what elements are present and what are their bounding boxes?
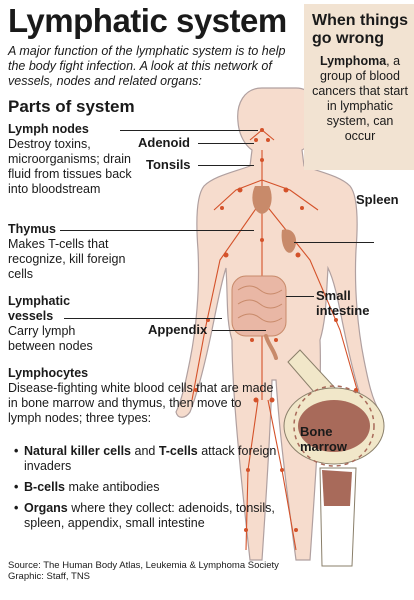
sidebar-box: When things go wrong Lymphoma, a group o… — [304, 4, 414, 170]
thymus-heading: Thymus — [8, 222, 56, 236]
sidebar-heading: When things go wrong — [312, 12, 408, 47]
lymphatic-vessels-body: Carry lymph between nodes — [8, 324, 93, 353]
bullet-bold: Organs — [24, 501, 68, 515]
spleen-organ — [281, 229, 297, 253]
lymph-nodes-section: Lymph nodes Destroy toxins, microorganis… — [8, 122, 153, 197]
list-item: Organs where they collect: adenoids, ton… — [14, 501, 284, 531]
bullet-rest: attack foreign invaders — [24, 444, 277, 473]
bullet-bold: Natural killer cells — [24, 444, 132, 458]
bullet-mid: and — [131, 444, 159, 458]
adenoid-leader — [198, 143, 254, 144]
sidebar-text: Lymphoma, a group of blood cancers that … — [312, 54, 408, 144]
page-title: Lymphatic system — [8, 2, 287, 39]
list-item: Natural killer cells and T-cells attack … — [14, 444, 284, 474]
thymus-leader — [60, 230, 254, 231]
bullet-bold: B-cells — [24, 480, 65, 494]
label-tonsils: Tonsils — [146, 157, 191, 172]
lymph-nodes-leader — [120, 130, 258, 131]
lymphocytes-section: Lymphocytes Disease-fighting white blood… — [8, 366, 278, 426]
lymph-nodes-body: Destroy toxins, microorganisms; drain fl… — [8, 137, 132, 196]
lymphocytes-body: Disease-fighting white blood cells that … — [8, 381, 274, 425]
list-item: B-cells make antibodies — [14, 480, 284, 495]
appendix-organ — [264, 334, 278, 360]
bone-marrow-inset — [283, 349, 385, 567]
source-credit: Source: The Human Body Atlas, Leukemia &… — [8, 560, 279, 582]
label-bone-marrow: Bone marrow — [300, 424, 347, 454]
small-intestine-organ — [231, 275, 287, 337]
label-small-intestine: Small intestine — [316, 288, 370, 318]
intro-text: A major function of the lymphatic system… — [8, 44, 286, 88]
bullet-rest: where they collect: adenoids, tonsils, s… — [24, 501, 275, 530]
lymphatic-vessels-leader — [64, 318, 222, 319]
label-appendix: Appendix — [148, 322, 208, 337]
bullet-rest: make antibodies — [65, 480, 160, 494]
label-adenoid: Adenoid — [138, 135, 190, 150]
small-intestine-leader — [286, 296, 314, 297]
spleen-leader — [294, 242, 374, 243]
thymus-organ — [252, 186, 272, 214]
lymph-nodes-heading: Lymph nodes — [8, 122, 89, 136]
tonsils-leader — [198, 165, 254, 166]
thymus-body: Makes T-cells that recognize, kill forei… — [8, 237, 126, 281]
label-spleen: Spleen — [356, 192, 399, 207]
lymphocyte-types-list: Natural killer cells and T-cells attack … — [14, 444, 284, 537]
thymus-section: Thymus Makes T-cells that recognize, kil… — [8, 222, 128, 282]
bullet-bold2: T-cells — [158, 444, 198, 458]
sidebar-description: , a group of blood cancers that start in… — [312, 54, 408, 143]
sidebar-term: Lymphoma — [319, 54, 387, 68]
parts-heading: Parts of system — [8, 97, 135, 116]
lymphatic-vessels-heading: Lymphatic vessels — [8, 294, 71, 323]
lymphocytes-heading: Lymphocytes — [8, 366, 89, 380]
lymphatic-vessels-section: Lymphatic vessels Carry lymph between no… — [8, 294, 118, 354]
appendix-leader — [212, 330, 266, 331]
